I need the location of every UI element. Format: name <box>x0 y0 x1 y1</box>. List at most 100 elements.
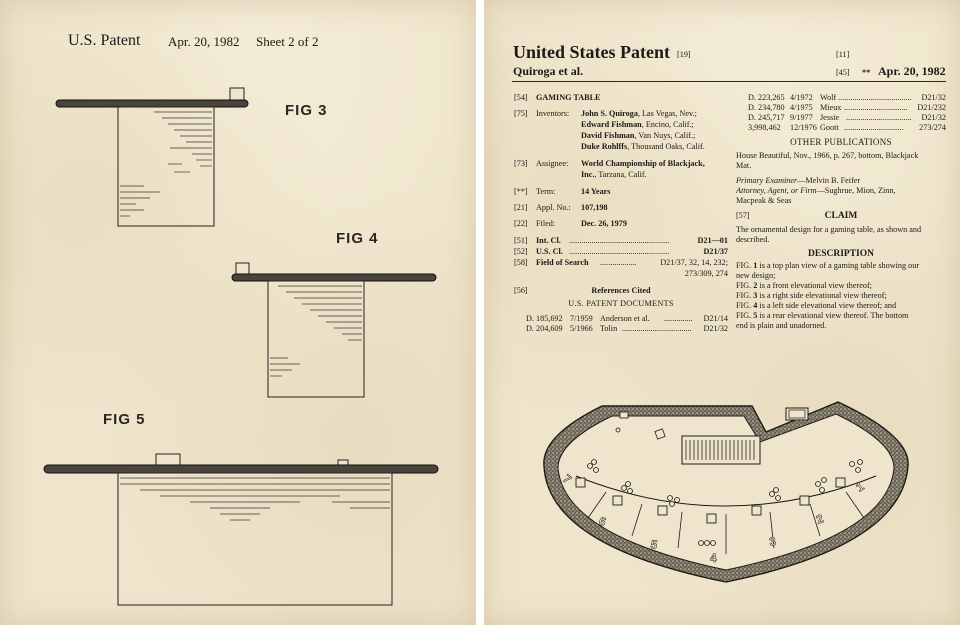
desc-text: end is plain and unadorned. <box>736 321 827 330</box>
filed-value: Dec. 26, 1979 <box>581 219 627 228</box>
number-code: [11] <box>836 50 850 59</box>
refs-title: References Cited <box>591 286 651 295</box>
leader-dots: ........................................… <box>569 236 670 245</box>
inventor-place: , Las Vegas, Nev.; <box>637 109 697 118</box>
field-tag: [56] <box>514 286 528 295</box>
ref-number: D. 204,609 <box>526 324 563 333</box>
claim-text: The ornamental design for a gaming table… <box>736 225 922 234</box>
leader-dots: .................. <box>600 258 636 267</box>
fig3-label: FIG 3 <box>285 102 328 119</box>
refs-subtitle: U.S. PATENT DOCUMENTS <box>568 299 674 308</box>
ref-date: 12/1976 <box>790 123 817 132</box>
inventor-name: David Fishman <box>581 131 635 140</box>
desc-text: FIG. <box>736 281 754 290</box>
inventor-place: , Encino, Calif.; <box>641 120 694 129</box>
field-tag: [54] <box>514 93 528 102</box>
ref-number: D. 223,265 <box>748 93 785 102</box>
other-pub-line: House Beautiful, Nov., 1966, p. 267, bot… <box>736 151 919 160</box>
ref-date: 4/1972 <box>790 93 813 102</box>
field-tag: [51] <box>514 236 528 245</box>
uscl-value: D21/37 <box>703 247 728 256</box>
seat-number: 3 <box>768 534 777 549</box>
ref-name: Goott <box>820 123 839 132</box>
seat-number: 6 <box>597 514 608 530</box>
examiner-label: Primary Examiner <box>736 176 798 185</box>
fig5-label: FIG 5 <box>103 411 146 428</box>
fig5-drawing <box>43 453 439 606</box>
title-code: [19] <box>677 50 691 59</box>
assignee-place: , Tarzana, Calif. <box>594 170 647 179</box>
inventor-place: , Van Nuys, Calif.; <box>634 131 696 140</box>
ref-class: D21/32 <box>703 324 728 333</box>
leader-dots: .................................. <box>622 324 692 333</box>
desc-fig-num: 1 <box>753 261 758 270</box>
date-code: [45] <box>836 68 850 77</box>
inventors-label: Inventors: <box>536 109 570 118</box>
field-tag: [57] <box>736 211 750 220</box>
term-label: Term: <box>536 187 556 196</box>
ref-number: D. 234,780 <box>748 103 785 112</box>
attorney-value: —Sughrue, Mion, Zinn, <box>816 186 896 195</box>
leader-dots: ........................................… <box>569 247 670 256</box>
leader-dots: ............................... <box>844 103 908 112</box>
inventor-name: John S. Quiroga <box>581 109 638 118</box>
patent-office-header: U.S. Patent <box>68 32 141 49</box>
description-body: FIG. 1 is a top plan view of a gaming ta… <box>736 261 946 331</box>
search-value-2: 273/309, 274 <box>684 269 728 278</box>
filed-label: Filed: <box>536 219 556 228</box>
leader-dots: .................................... <box>838 93 912 102</box>
ref-class: D21/232 <box>917 103 946 112</box>
claim-title: CLAIM <box>824 211 858 221</box>
ref-name: Jessie <box>820 113 840 122</box>
desc-text: is a left side elevational view thereof;… <box>757 301 897 310</box>
field-tag: [52] <box>514 247 528 256</box>
field-tag: [73] <box>514 159 528 168</box>
field-tag: [22] <box>514 219 528 228</box>
inventor-short: Quiroga et al. <box>513 64 584 78</box>
desc-fig-num: 3 <box>753 291 758 300</box>
sheet-number: Sheet 2 of 2 <box>256 34 319 49</box>
examiner-value: —Melvin B. Feifer <box>797 176 861 185</box>
field-tag: [21] <box>514 203 528 212</box>
ref-class: 273/274 <box>919 123 946 132</box>
assignee-name-2: Inc. <box>581 170 595 179</box>
fig4-label: FIG 4 <box>336 230 379 247</box>
claim-text-2: described. <box>736 235 770 244</box>
leader-dots: .............. <box>664 314 693 323</box>
desc-fig-num: 2 <box>753 281 758 290</box>
fig3-drawing <box>55 87 249 227</box>
search-value: D21/37, 32, 14, 232; <box>660 258 728 267</box>
ref-class: D21/32 <box>921 113 946 122</box>
inventor-place: , Thousand Oaks, Calif. <box>627 142 705 151</box>
date-mark: ** <box>862 68 871 77</box>
patent-title: United States Patent <box>513 42 670 62</box>
desc-text: FIG. <box>736 301 754 310</box>
ref-class: D21/14 <box>703 314 728 323</box>
desc-text: is a right side elevational view thereof… <box>757 291 887 300</box>
front-page-sheet: United States Patent [19] Quiroga et al.… <box>484 0 960 625</box>
blackjack-table-drawing: 1 2 3 4 5 6 7 <box>543 401 909 583</box>
patent-date: Apr. 20, 1982 <box>878 64 946 78</box>
desc-text: FIG. <box>736 291 754 300</box>
ref-name: Mieux <box>820 103 842 112</box>
seat-number: 4 <box>710 551 717 565</box>
desc-fig-num: 5 <box>753 311 758 320</box>
desc-fig-num: 4 <box>753 301 758 310</box>
other-pubs-title: OTHER PUBLICATIONS <box>790 137 892 147</box>
description-title: DESCRIPTION <box>808 249 874 259</box>
appl-label: Appl. No.: <box>536 203 571 212</box>
field-tag: [**] <box>514 187 528 196</box>
appl-value: 107,198 <box>581 203 608 212</box>
ref-name: Tolin <box>600 324 618 333</box>
ref-class: D21/32 <box>921 93 946 102</box>
header-rule <box>512 81 946 82</box>
desc-text: is a rear elevational view thereof. The … <box>757 311 909 320</box>
uscl-label: U.S. Cl. <box>536 247 563 256</box>
desc-text: is a front elevational view thereof; <box>757 281 872 290</box>
invention-title: GAMING TABLE <box>536 93 601 102</box>
desc-text: new design; <box>736 271 776 280</box>
